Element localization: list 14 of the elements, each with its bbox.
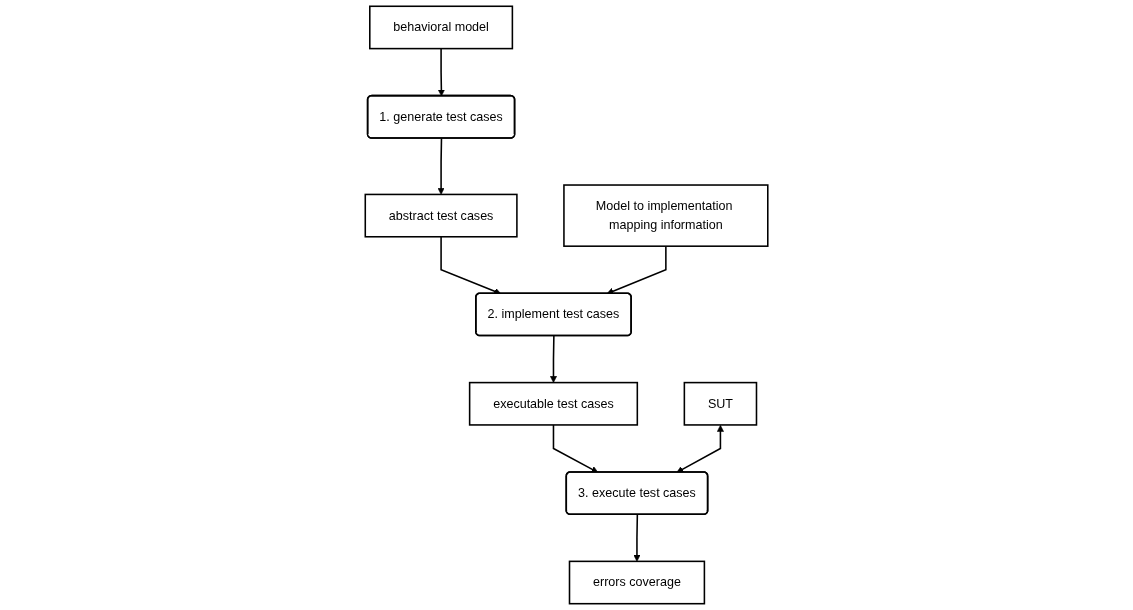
- arrow: [437, 137, 445, 195]
- arrow: [606, 245, 667, 295]
- arrow: [440, 236, 501, 295]
- arrow: [676, 424, 724, 473]
- node-box: SUT: [683, 381, 758, 426]
- node-box: executable test cases: [468, 381, 639, 426]
- node-box: Model to implementation mapping information: [563, 184, 769, 247]
- node-box: errors coverage: [568, 560, 706, 605]
- node-box: behavioral model: [369, 5, 514, 50]
- arrow: [550, 335, 557, 383]
- arrow: [437, 47, 445, 97]
- arrow: [552, 424, 599, 473]
- node-box: abstract test cases: [364, 193, 518, 238]
- arrow: [633, 513, 641, 562]
